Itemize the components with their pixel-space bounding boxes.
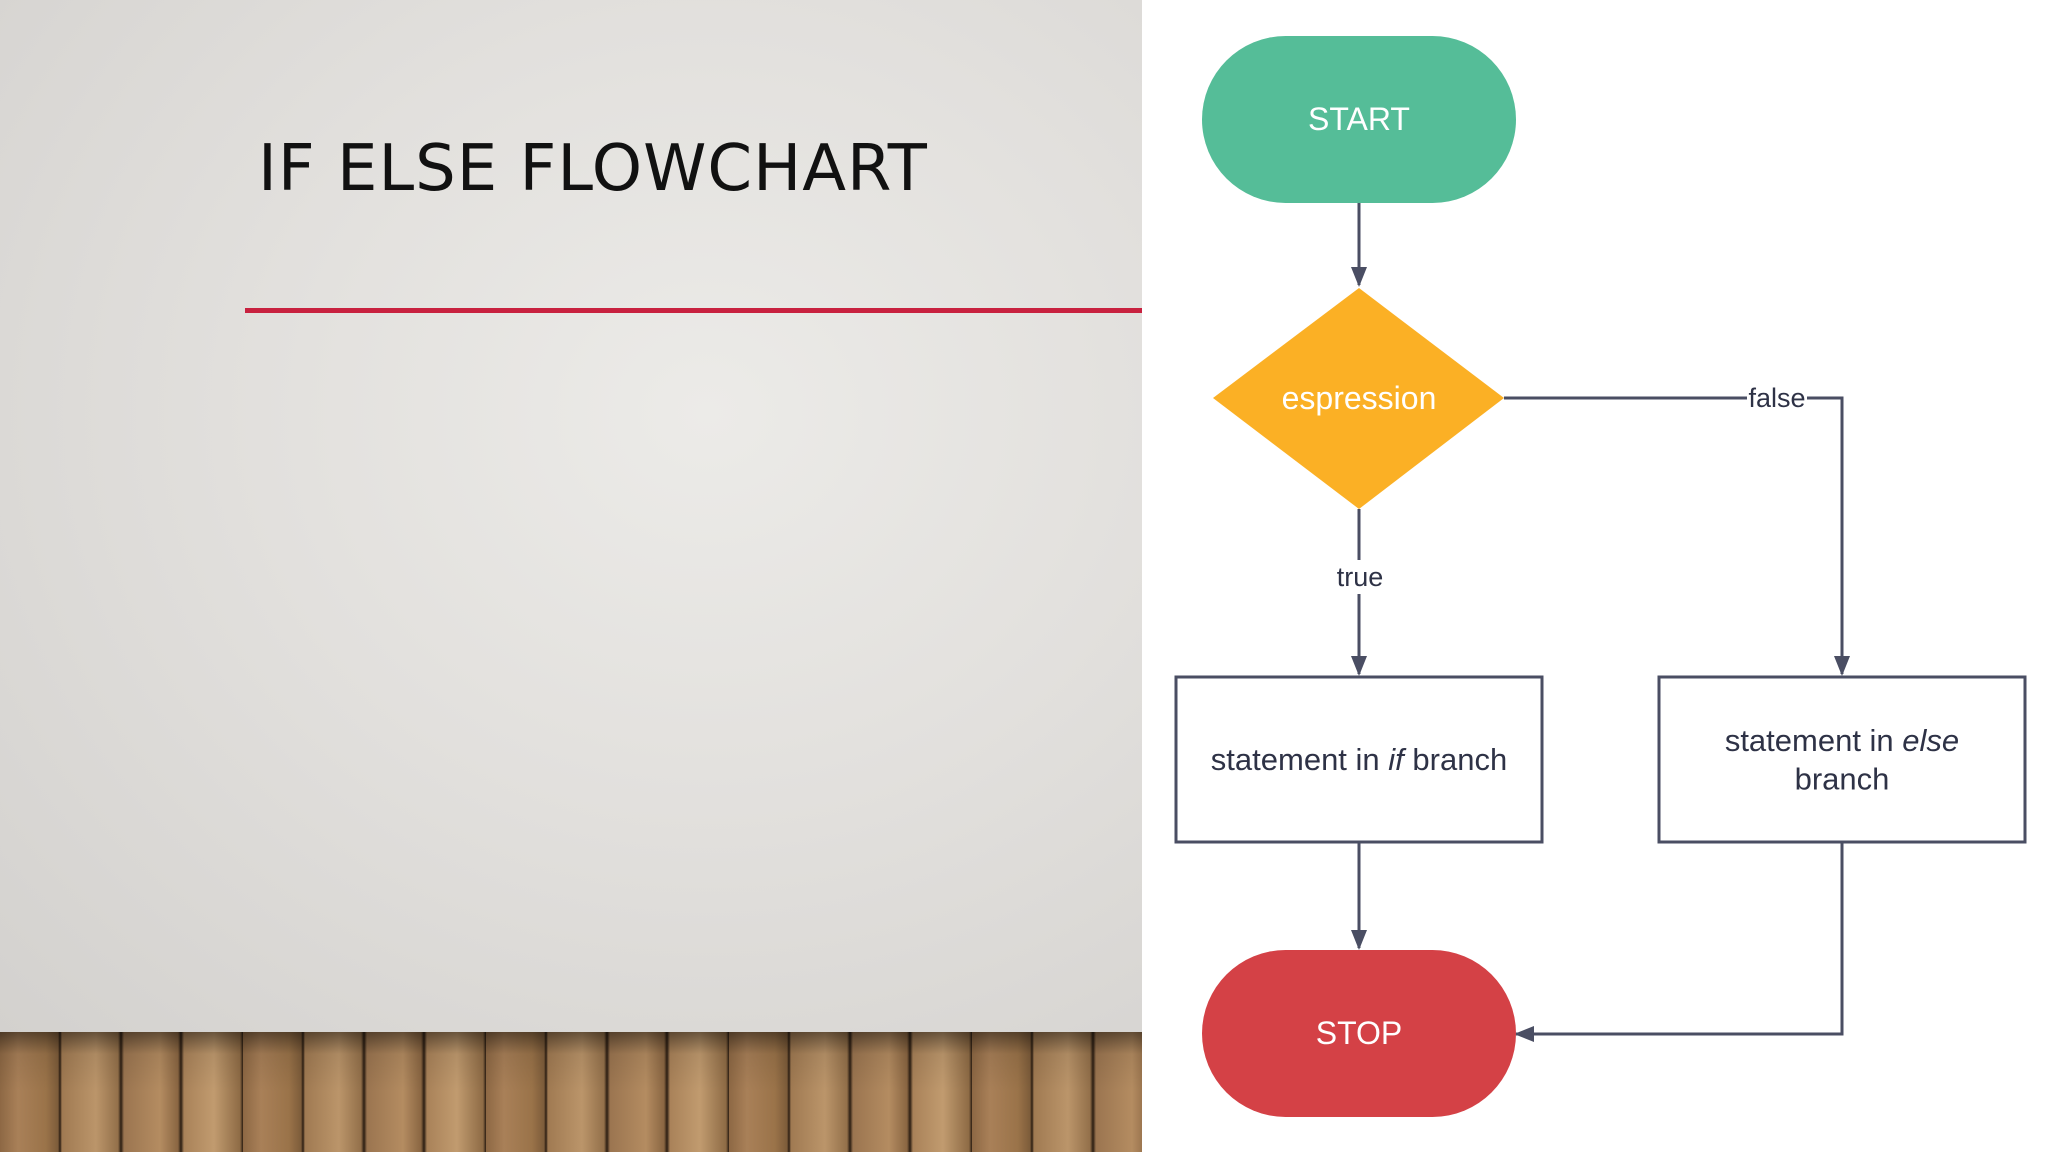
- wooden-floor: [0, 1032, 1142, 1152]
- flowchart: true false START espression statement in…: [1174, 36, 2027, 1117]
- if-branch-text-after: branch: [1404, 742, 1507, 777]
- slide-title: IF ELSE FLOWCHART: [258, 132, 928, 206]
- else-branch-box: [1657, 675, 2027, 844]
- if-branch-label: statement in if branch: [1211, 742, 1507, 777]
- flowchart-panel: true false START espression statement in…: [1142, 0, 2048, 1152]
- stop-label: STOP: [1316, 1015, 1403, 1051]
- edge-label-true: true: [1337, 562, 1384, 592]
- condition-label: espression: [1282, 380, 1437, 416]
- condition-diamond: [1213, 288, 1504, 509]
- if-branch-box: [1174, 675, 1544, 844]
- else-branch-keyword: else: [1902, 723, 1959, 758]
- else-branch-label-line2: branch: [1795, 762, 1890, 797]
- true-label-background: [1332, 560, 1388, 594]
- else-branch-text-before: statement in: [1725, 723, 1902, 758]
- edge-label-false: false: [1748, 383, 1805, 413]
- stop-node: [1202, 950, 1516, 1117]
- if-branch-text-before: statement in: [1211, 742, 1388, 777]
- false-label-background: [1747, 382, 1807, 416]
- edge-condition-false: [1504, 396, 1850, 676]
- start-node: [1202, 36, 1516, 203]
- slide-background: [0, 0, 1142, 1032]
- if-branch-keyword: if: [1388, 742, 1407, 777]
- floor-shadow: [0, 1032, 1142, 1152]
- edge-else-to-stop: [1514, 843, 1844, 1042]
- title-underline: [245, 308, 1142, 313]
- else-branch-label-line1: statement in else: [1725, 723, 1959, 758]
- start-label: START: [1308, 101, 1410, 137]
